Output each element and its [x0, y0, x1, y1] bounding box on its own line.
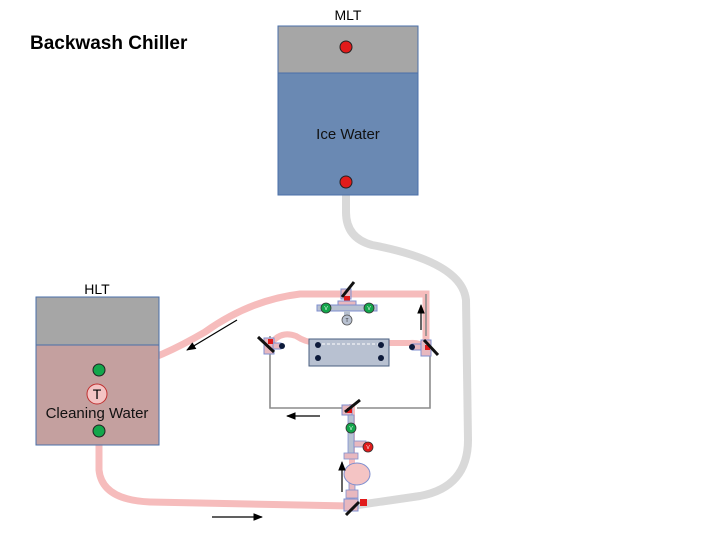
lower-valve-green[interactable]: [345, 422, 357, 434]
exchanger-port-3: [315, 355, 321, 361]
mlt-label: MLT: [335, 7, 362, 23]
exchanger-port-2: [378, 342, 384, 348]
manifold-valve-right-label: V: [367, 306, 371, 312]
cold-water-pipe: [342, 180, 473, 509]
manifold-sensor-label: T: [345, 318, 348, 324]
hlt-temperature-sensor: [86, 383, 108, 405]
pump: [343, 462, 371, 486]
lower-valve-red[interactable]: [362, 441, 374, 453]
gray-loop-left: [269, 346, 345, 409]
mlt-content-label: Ice Water: [316, 126, 380, 143]
hlt-lower-port: [92, 424, 106, 438]
exchanger-port-1: [315, 342, 321, 348]
top-valve-handle[interactable]: [340, 281, 356, 298]
hlt-content-label: Cleaning Water: [46, 405, 149, 422]
flow-arrow-to-hlt: [186, 319, 238, 351]
mlt-top-port: [339, 40, 353, 54]
manifold-temperature-sensor: [341, 314, 353, 326]
mlt-bottom-port: [339, 175, 353, 189]
hlt-sensor-label: T: [93, 386, 102, 402]
mlt-top-section: [277, 25, 419, 74]
mlt-tank-body: [277, 72, 419, 196]
hlt-upper-port: [92, 363, 106, 377]
lower-valve-red-label: V: [366, 445, 370, 451]
exchanger-port-4: [378, 355, 384, 361]
right-valve-handle[interactable]: [422, 338, 440, 357]
hlt-top-section: [35, 296, 160, 346]
manifold-valve-left-label: V: [324, 306, 328, 312]
hot-water-pipe-lower: [95, 427, 354, 510]
lower-valve-handle[interactable]: [344, 398, 361, 414]
lower-valve-green-label: V: [349, 426, 353, 432]
heat-exchanger: [308, 338, 390, 367]
gray-loop-right: [357, 352, 431, 409]
pump-valve-handle[interactable]: [344, 500, 361, 517]
diagram-title: Backwash Chiller: [30, 33, 188, 54]
left-valve-handle[interactable]: [256, 335, 276, 354]
manifold-valve-right[interactable]: [363, 302, 375, 314]
manifold-valve-left[interactable]: [320, 302, 332, 314]
hlt-label: HLT: [84, 281, 110, 297]
